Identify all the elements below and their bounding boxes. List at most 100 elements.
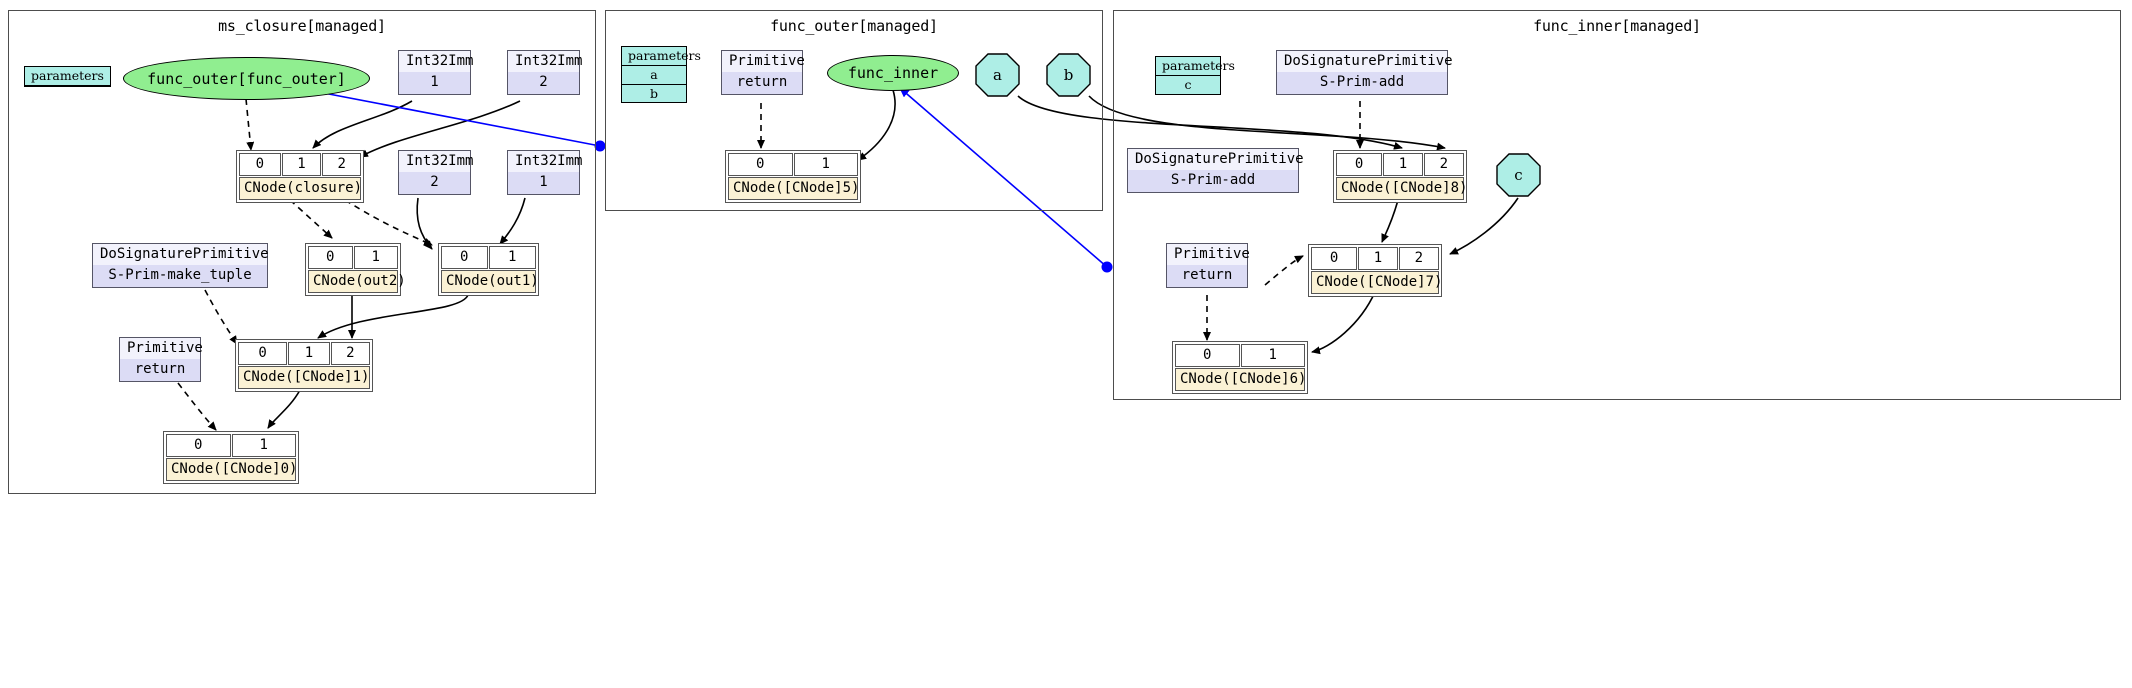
- prim-name: S-Prim-add: [1277, 71, 1447, 94]
- cnode-out1[interactable]: 0 1 CNode(out1): [438, 243, 539, 297]
- cluster-func-inner: func_inner[managed]: [1113, 10, 2121, 400]
- prim-name: return: [1167, 264, 1247, 287]
- octagon-a-shape: [975, 53, 1020, 97]
- octagon-c-wrap[interactable]: c: [1496, 153, 1541, 197]
- parameter-b: b: [649, 85, 658, 101]
- cluster-title-func-inner: func_inner[managed]: [1533, 17, 1701, 35]
- cnode-7[interactable]: 0 1 2 CNode([CNode]7): [1308, 244, 1442, 298]
- cnode-ports: 0 1: [1175, 344, 1305, 368]
- ellipse-func-inner-label: func_inner: [847, 64, 939, 82]
- cnode-port-0[interactable]: 0: [1336, 153, 1383, 177]
- ellipse-func-inner[interactable]: func_inner: [827, 55, 959, 91]
- cnode-label: CNode([CNode]7): [1311, 271, 1442, 295]
- octagon-c-shape: [1496, 153, 1541, 197]
- prim-name: S-Prim-add: [1128, 169, 1298, 192]
- cnode-ports: 0 1 2: [239, 153, 361, 177]
- cnode-label: CNode([CNode]6): [1175, 368, 1306, 392]
- cnode-port-0[interactable]: 0: [238, 342, 288, 366]
- int32imm-type: Int32Imm: [399, 151, 473, 172]
- cnode-port-0[interactable]: 0: [239, 153, 281, 177]
- int32imm-top-left[interactable]: Int32Imm 1: [398, 50, 473, 95]
- prim-name: return: [722, 71, 802, 94]
- cnode-ports: 0 1: [308, 246, 398, 270]
- int32imm-value: 1: [508, 171, 579, 194]
- prim-add-top[interactable]: DoSignaturePrimitive S-Prim-add: [1276, 50, 1453, 95]
- cnode-port-1[interactable]: 1: [353, 246, 398, 270]
- parameters-table-func-inner: parameters c: [1155, 56, 1235, 95]
- cnode-port-1[interactable]: 1: [1358, 247, 1398, 271]
- cnode-closure[interactable]: 0 1 2 CNode(closure): [236, 150, 364, 204]
- cnode-label: CNode([CNode]0): [166, 458, 297, 482]
- cluster-title-ms-closure: ms_closure[managed]: [218, 17, 386, 35]
- cnode-port-2[interactable]: 2: [1423, 153, 1464, 177]
- octagon-a-wrap[interactable]: a: [975, 53, 1020, 97]
- int32imm-value: 1: [399, 71, 470, 94]
- int32imm-value: 2: [508, 71, 579, 94]
- ellipse-func-outer-label: func_outer[func_outer]: [147, 69, 346, 88]
- cluster-func-outer: func_outer[managed]: [605, 10, 1103, 211]
- prim-return-func-inner[interactable]: Primitive return: [1166, 243, 1250, 288]
- parameters-table-ms-closure: parameters: [24, 66, 111, 87]
- octagon-b-wrap[interactable]: b: [1046, 53, 1091, 97]
- cnode-5[interactable]: 0 1 CNode([CNode]5): [725, 150, 861, 204]
- cnode-port-1[interactable]: 1: [1240, 344, 1305, 368]
- cnode-8[interactable]: 0 1 2 CNode([CNode]8): [1333, 150, 1467, 204]
- octagon-c-label: c: [1514, 166, 1523, 184]
- int32imm-value: 2: [399, 171, 470, 194]
- prim-add-mid[interactable]: DoSignaturePrimitive S-Prim-add: [1127, 148, 1304, 193]
- cnode-port-0[interactable]: 0: [166, 434, 231, 458]
- cnode-port-1[interactable]: 1: [231, 434, 296, 458]
- cnode-port-1[interactable]: 1: [793, 153, 858, 177]
- cnode-label: CNode([CNode]8): [1336, 177, 1467, 201]
- octagon-b-label: b: [1063, 66, 1074, 84]
- cnode-ports: 0 1: [728, 153, 858, 177]
- int32imm-mid-right[interactable]: Int32Imm 1: [507, 150, 582, 195]
- cnode-port-2[interactable]: 2: [330, 342, 370, 366]
- cnode-ports: 0 1: [441, 246, 536, 270]
- prim-make-tuple[interactable]: DoSignaturePrimitive S-Prim-make_tuple: [92, 243, 269, 288]
- cnode-label: CNode(out1): [441, 270, 539, 294]
- int32imm-type: Int32Imm: [508, 51, 582, 72]
- cnode-port-2[interactable]: 2: [322, 153, 361, 177]
- cnode-port-1[interactable]: 1: [281, 153, 322, 177]
- prim-type: DoSignaturePrimitive: [93, 244, 269, 265]
- cnode-1[interactable]: 0 1 2 CNode([CNode]1): [235, 339, 373, 393]
- cluster-ms-closure: ms_closure[managed]: [8, 10, 596, 494]
- octagon-b-shape: [1046, 53, 1091, 97]
- parameters-header: parameters: [1156, 57, 1235, 76]
- prim-name: S-Prim-make_tuple: [93, 264, 267, 287]
- prim-type: DoSignaturePrimitive: [1128, 149, 1304, 170]
- prim-return-ms-closure[interactable]: Primitive return: [119, 337, 203, 382]
- cnode-ports: 0 1 2: [1336, 153, 1464, 177]
- cnode-port-1[interactable]: 1: [288, 342, 330, 366]
- prim-return-func-outer[interactable]: Primitive return: [721, 50, 805, 95]
- octagon-a-label: a: [993, 66, 1002, 84]
- cnode-port-2[interactable]: 2: [1398, 247, 1439, 271]
- cnode-port-0[interactable]: 0: [1311, 247, 1358, 271]
- cnode-label: CNode(out2): [308, 270, 406, 294]
- parameters-header: parameters: [25, 67, 110, 86]
- cnode-port-0[interactable]: 0: [308, 246, 353, 270]
- int32imm-type: Int32Imm: [508, 151, 582, 172]
- cnode-port-0[interactable]: 0: [441, 246, 488, 270]
- parameters-header: parameters: [622, 47, 701, 66]
- parameter-a: a: [622, 66, 686, 85]
- cnode-port-0[interactable]: 0: [728, 153, 793, 177]
- cnode-0[interactable]: 0 1 CNode([CNode]0): [163, 431, 299, 485]
- int32imm-top-right[interactable]: Int32Imm 2: [507, 50, 582, 95]
- prim-type: Primitive: [120, 338, 203, 359]
- cnode-out2[interactable]: 0 1 CNode(out2): [305, 243, 406, 297]
- cnode-ports: 0 1 2: [238, 342, 370, 366]
- cnode-ports: 0 1: [166, 434, 296, 458]
- parameter-c: c: [1184, 76, 1192, 92]
- ellipse-func-outer[interactable]: func_outer[func_outer]: [123, 57, 370, 100]
- cluster-title-func-outer: func_outer[managed]: [770, 17, 938, 35]
- cnode-label: CNode([CNode]1): [238, 366, 370, 390]
- cnode-port-1[interactable]: 1: [488, 246, 536, 270]
- cnode-port-1[interactable]: 1: [1383, 153, 1423, 177]
- int32imm-mid-left[interactable]: Int32Imm 2: [398, 150, 473, 195]
- cnode-6[interactable]: 0 1 CNode([CNode]6): [1172, 341, 1308, 395]
- parameters-table-func-outer: parameters a b: [621, 46, 701, 104]
- cnode-port-0[interactable]: 0: [1175, 344, 1240, 368]
- cnode-label: CNode([CNode]5): [728, 177, 859, 201]
